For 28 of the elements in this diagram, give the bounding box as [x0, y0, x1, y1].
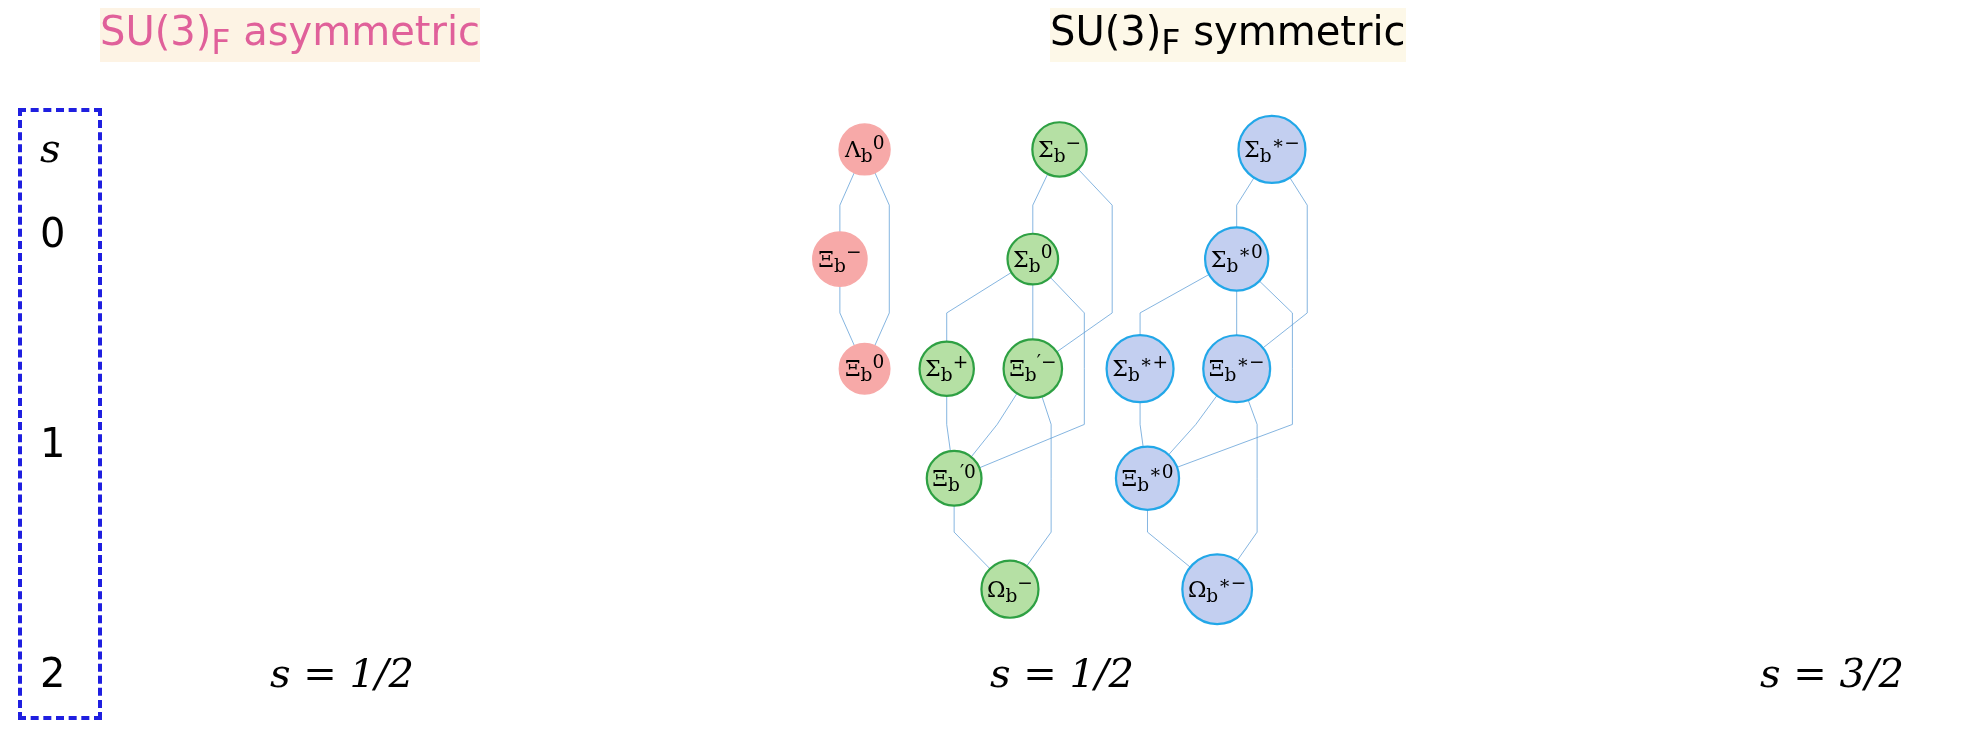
connector [979, 276, 1085, 469]
scale-number: 0 [40, 210, 66, 256]
connector [953, 505, 991, 570]
connector [1056, 168, 1113, 353]
connector [839, 172, 855, 233]
connector [1026, 396, 1052, 567]
connector [1236, 399, 1258, 562]
spin-label: s = 3/2 [1760, 650, 1904, 696]
connector [946, 272, 1012, 342]
spin-label: s = 1/2 [270, 650, 414, 696]
connector [839, 285, 855, 346]
connector [1032, 284, 1034, 340]
connector [1168, 395, 1218, 456]
connector [1236, 177, 1255, 228]
scale-number: 2 [40, 650, 66, 696]
heading: SU(3)$_{F}$ asymmetric [100, 8, 480, 62]
connector [1176, 280, 1293, 468]
connector [1262, 177, 1308, 349]
scale-number: 1 [40, 420, 66, 466]
spin-label: s = 1/2 [990, 650, 1134, 696]
connector [1147, 509, 1191, 568]
heading: SU(3)$_{F}$ symmetric [1050, 8, 1406, 62]
axis-label: s [40, 125, 61, 171]
connector [1139, 274, 1210, 336]
connector [946, 395, 951, 452]
connector [970, 392, 1018, 458]
connector [874, 172, 890, 346]
connector [1236, 290, 1238, 336]
